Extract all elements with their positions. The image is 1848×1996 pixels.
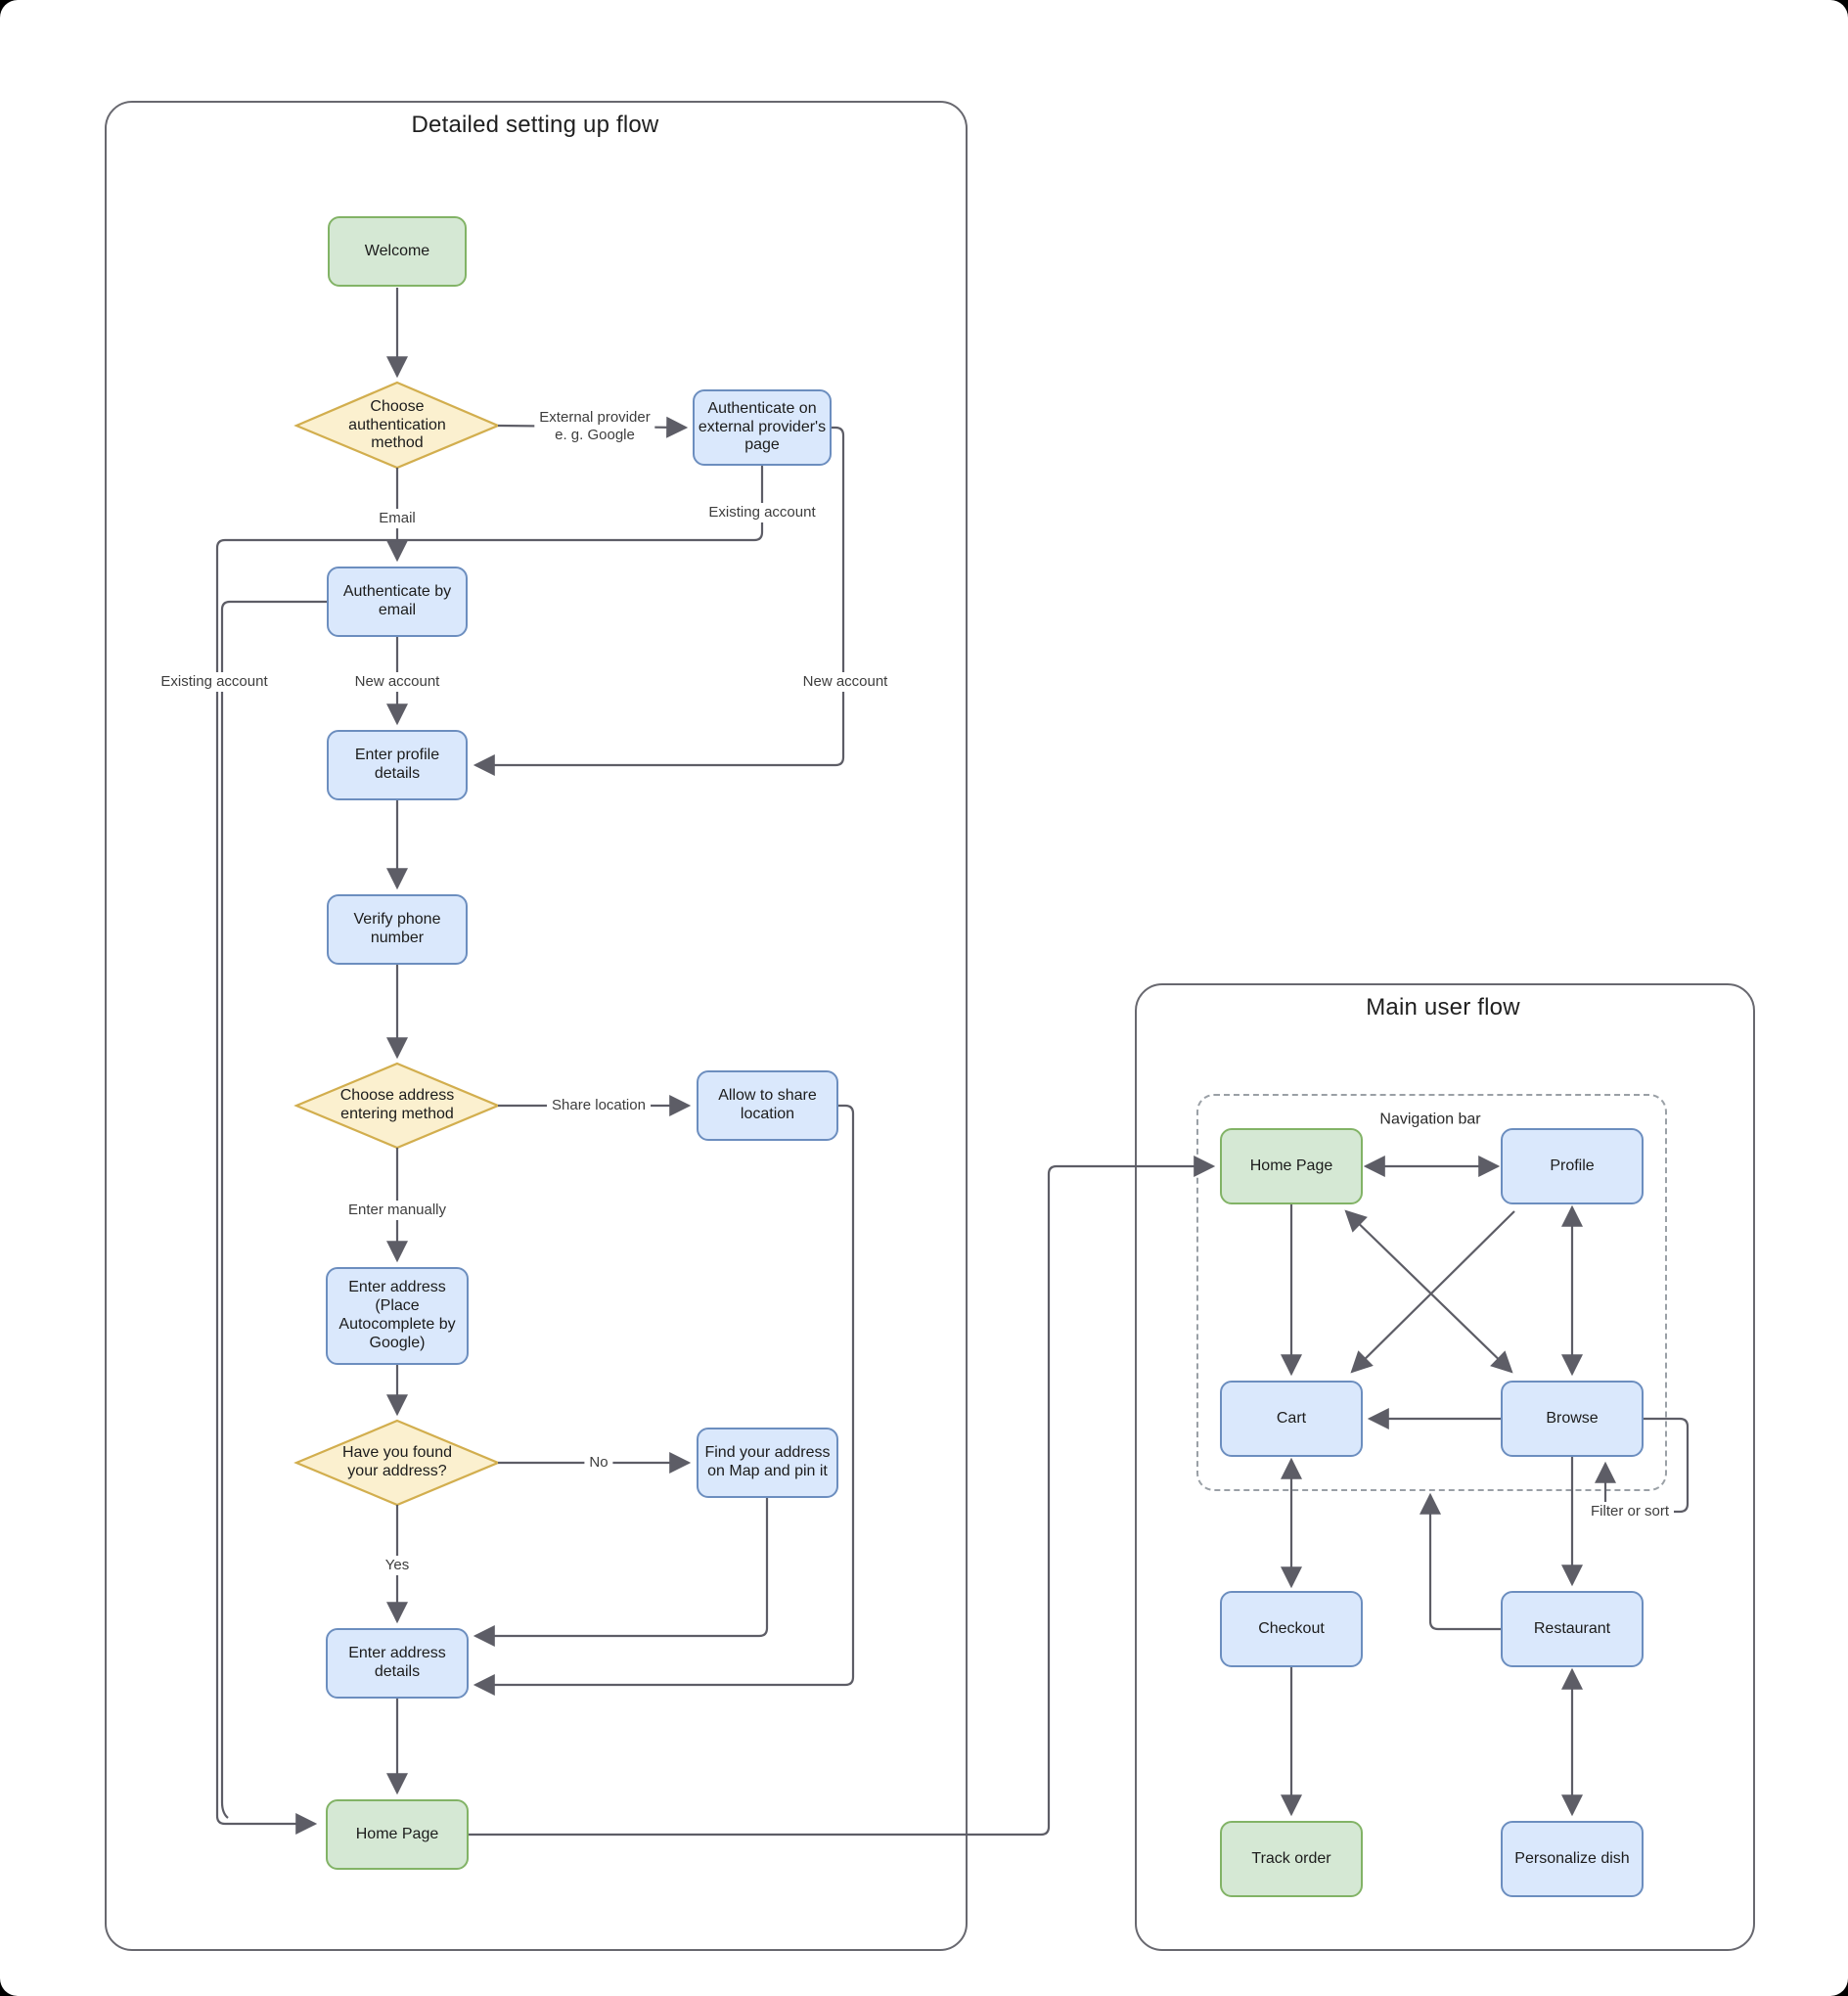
- panel-title-main: Main user flow: [1366, 994, 1520, 1021]
- edge-label-yes: Yes: [380, 1556, 415, 1575]
- node-allow-share-location[interactable]: Allow to share location: [697, 1070, 838, 1141]
- node-browse[interactable]: Browse: [1501, 1381, 1644, 1457]
- edge-label-no: No: [584, 1453, 613, 1473]
- edge-label-new-account-mid: New account: [349, 672, 445, 692]
- edge-label-external-provider: External provider e. g. Google: [534, 408, 655, 445]
- edge-label-enter-manually: Enter manually: [342, 1201, 452, 1220]
- edge-label-existing-account-right: Existing account: [703, 503, 821, 522]
- node-cart[interactable]: Cart: [1220, 1381, 1363, 1457]
- node-authenticate-email[interactable]: Authenticate by email: [327, 567, 468, 637]
- edge-label-email: Email: [374, 509, 421, 528]
- node-enter-address-autocomplete[interactable]: Enter address (Place Autocomplete by Goo…: [326, 1267, 469, 1365]
- panel-detailed-setup-flow: [105, 101, 968, 1951]
- node-enter-profile-details[interactable]: Enter profile details: [327, 730, 468, 800]
- node-restaurant[interactable]: Restaurant: [1501, 1591, 1644, 1667]
- node-authenticate-external[interactable]: Authenticate on external provider's page: [693, 389, 832, 466]
- node-track-order[interactable]: Track order: [1220, 1821, 1363, 1897]
- node-main-home-page[interactable]: Home Page: [1220, 1128, 1363, 1204]
- node-profile[interactable]: Profile: [1501, 1128, 1644, 1204]
- node-verify-phone[interactable]: Verify phone number: [327, 894, 468, 965]
- edge-label-filter-or-sort: Filter or sort: [1585, 1502, 1675, 1521]
- navigation-bar-label: Navigation bar: [1375, 1109, 1486, 1130]
- edge-label-existing-account-left: Existing account: [156, 672, 273, 692]
- node-find-address-on-map[interactable]: Find your address on Map and pin it: [697, 1428, 838, 1498]
- node-welcome[interactable]: Welcome: [328, 216, 467, 287]
- node-personalize-dish[interactable]: Personalize dish: [1501, 1821, 1644, 1897]
- edge-label-share-location: Share location: [547, 1096, 651, 1115]
- node-enter-address-details[interactable]: Enter address details: [326, 1628, 469, 1699]
- node-checkout[interactable]: Checkout: [1220, 1591, 1363, 1667]
- node-home-page[interactable]: Home Page: [326, 1799, 469, 1870]
- edge-label-new-account-right: New account: [797, 672, 893, 692]
- panel-title-setup: Detailed setting up flow: [411, 112, 659, 138]
